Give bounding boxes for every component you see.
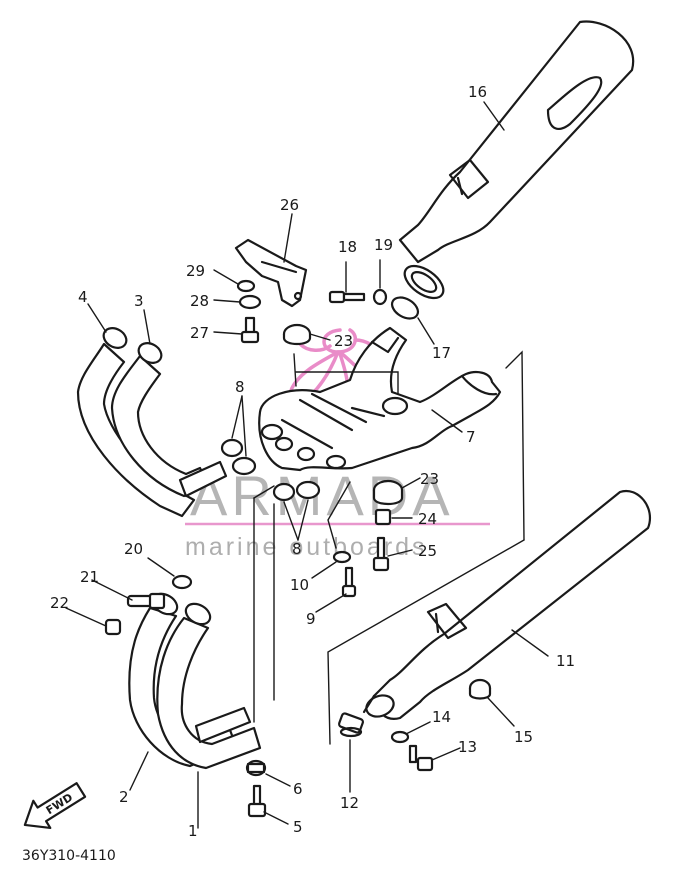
callout-5: 5 xyxy=(293,818,303,836)
callout-15: 15 xyxy=(514,728,533,746)
exhaust-chamber-7 xyxy=(258,326,502,472)
callout-20: 20 xyxy=(124,540,143,558)
forward-arrow: FWD xyxy=(23,782,87,830)
nut-6 xyxy=(245,759,267,777)
bolt-21 xyxy=(126,592,166,610)
bolt-9 xyxy=(341,566,357,598)
callout-23-lower: 23 xyxy=(420,470,439,488)
exhaust-pipe-1 xyxy=(156,602,262,770)
bolt-5 xyxy=(247,784,267,818)
callout-8-upper: 8 xyxy=(235,378,245,396)
callout-22: 22 xyxy=(50,594,69,612)
callout-19: 19 xyxy=(374,236,393,254)
damper-15 xyxy=(468,678,492,700)
collar-24 xyxy=(374,508,392,526)
nut-22 xyxy=(104,618,122,636)
bracket-26 xyxy=(234,238,308,308)
washer-28 xyxy=(238,294,262,310)
callouts: 1 2 3 4 5 6 7 8 8 9 10 11 12 13 14 15 16… xyxy=(50,83,575,840)
reference-lines xyxy=(253,350,525,745)
gasket-17 xyxy=(390,296,420,320)
callout-7: 7 xyxy=(466,428,476,446)
callout-29: 29 xyxy=(186,262,205,280)
diagram-code: 36Y310-4110 xyxy=(22,848,116,864)
gaskets-8-upper xyxy=(220,438,257,476)
bolt-27 xyxy=(240,316,260,344)
damper-23-top xyxy=(282,323,312,346)
callout-26: 26 xyxy=(280,196,299,214)
clamp-20 xyxy=(171,574,193,590)
bolt-13 xyxy=(408,744,434,772)
callout-8-lower: 8 xyxy=(292,540,302,558)
gasket-10 xyxy=(332,550,352,564)
callout-2: 2 xyxy=(119,788,129,806)
callout-13: 13 xyxy=(458,738,477,756)
bolt-25 xyxy=(372,536,390,572)
washer-29 xyxy=(236,279,256,293)
callout-25: 25 xyxy=(418,542,437,560)
clamp-12 xyxy=(338,712,364,738)
callout-17: 17 xyxy=(432,344,451,362)
collar-19 xyxy=(372,288,388,306)
exhaust-pipe-4 xyxy=(76,327,196,518)
leader-lines xyxy=(65,101,549,829)
muffler-16 xyxy=(398,20,635,300)
watermark-brand: ARMADA xyxy=(190,464,454,527)
callout-10: 10 xyxy=(290,576,309,594)
callout-16: 16 xyxy=(468,83,487,101)
callout-9: 9 xyxy=(306,610,316,628)
callout-23-upper: 23 xyxy=(334,332,353,350)
callout-3: 3 xyxy=(134,292,144,310)
callout-4: 4 xyxy=(78,288,88,306)
watermark: ARMADA marine outboards xyxy=(185,328,490,561)
exhaust-pipe-3 xyxy=(110,342,228,498)
callout-18: 18 xyxy=(338,238,357,256)
watermark-tagline: marine outboards xyxy=(185,533,428,561)
callout-21: 21 xyxy=(80,568,99,586)
damper-23-lower xyxy=(372,479,404,506)
callout-1: 1 xyxy=(188,822,198,840)
gaskets-8-lower xyxy=(272,480,321,502)
callout-24: 24 xyxy=(418,510,437,528)
callout-6: 6 xyxy=(293,780,303,798)
bolt-18 xyxy=(328,290,366,304)
callout-11: 11 xyxy=(556,652,575,670)
callout-28: 28 xyxy=(190,292,209,310)
callout-27: 27 xyxy=(190,324,209,342)
callout-12: 12 xyxy=(340,794,359,812)
callout-14: 14 xyxy=(432,708,451,726)
muffler-11 xyxy=(362,489,651,720)
washer-14 xyxy=(390,730,410,744)
